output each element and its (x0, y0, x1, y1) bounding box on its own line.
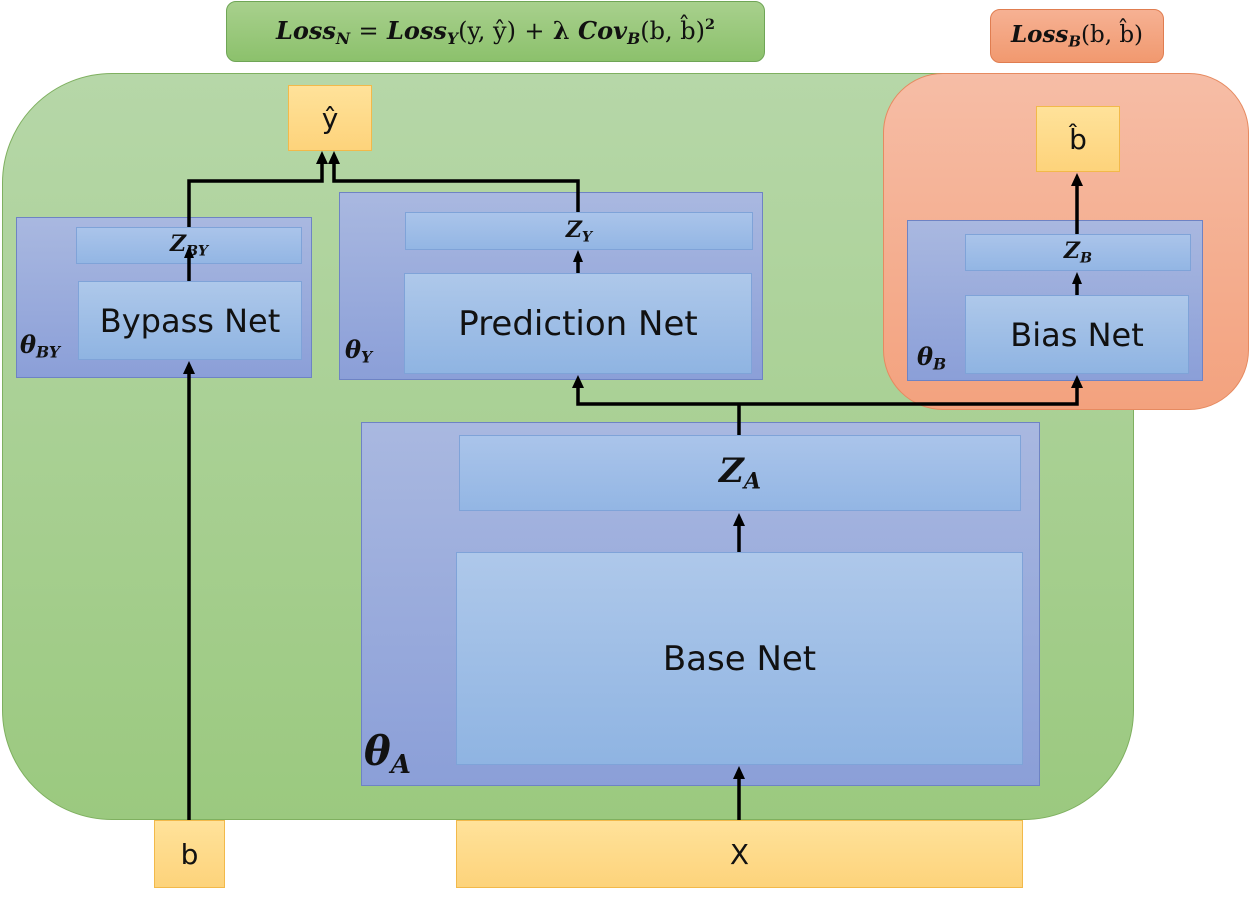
base-latent-z: ZA (459, 435, 1021, 511)
b-hat-output: b̂ (1036, 106, 1120, 172)
theta-y-label: θY (345, 335, 373, 367)
base-net: Base Net (456, 552, 1023, 765)
loss-b-formula: LossB(b, b̂) (990, 9, 1164, 63)
loss-n-formula: LossN = LossY(y, ŷ) + λ CovB(b, b̂)2 (226, 1, 765, 62)
wire-zy-to-yhat (332, 160, 580, 212)
b-input: b (154, 820, 225, 888)
wire-zby-to-yhat (187, 160, 324, 227)
prediction-net: Prediction Net (404, 273, 752, 374)
theta-by-label: θBY (20, 330, 61, 362)
wire-za-branch (576, 386, 1079, 406)
y-hat-output: ŷ (288, 85, 372, 151)
bias-net: Bias Net (965, 295, 1189, 374)
bias-latent-z: ZB (965, 234, 1191, 271)
bypass-net: Bypass Net (78, 281, 302, 360)
theta-a-label: θA (364, 728, 411, 780)
x-input: X (456, 820, 1023, 888)
arrowhead-b-to-bypass (183, 361, 195, 374)
prediction-latent-z: ZY (405, 212, 753, 250)
theta-b-label: θB (917, 342, 947, 374)
